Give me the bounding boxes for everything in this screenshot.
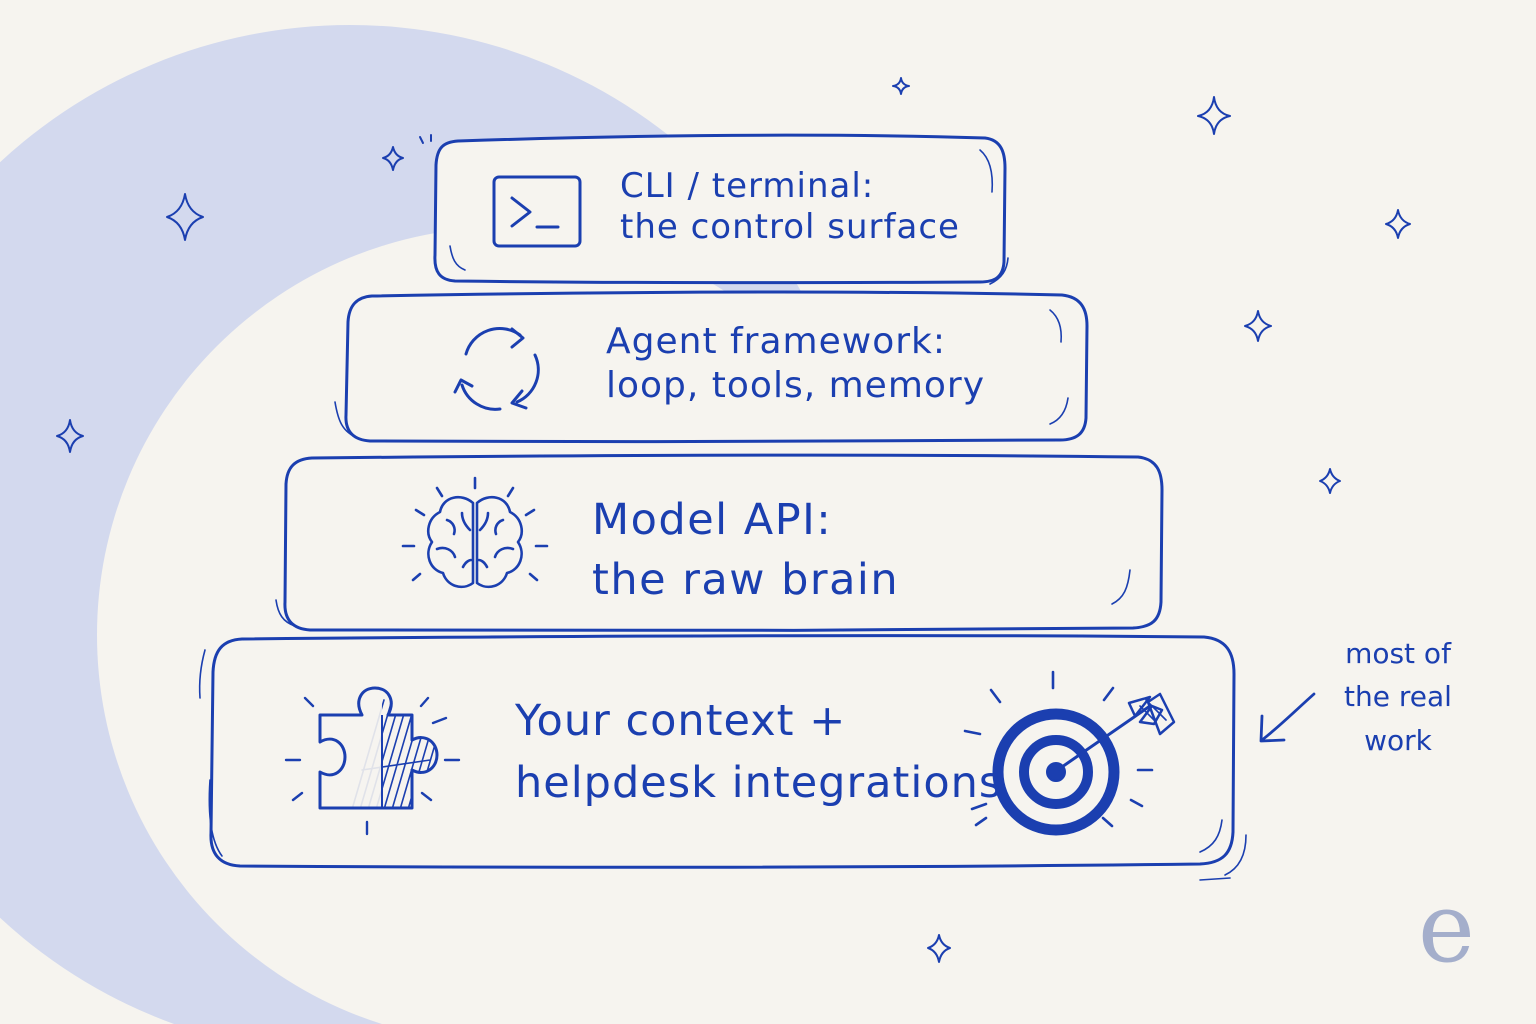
sparkle-icon (1319, 468, 1341, 494)
layer-cli-title: CLI / terminal: (620, 166, 875, 206)
target-with-arrow-icon (963, 670, 1176, 836)
layer-agent-title: Agent framework: (606, 321, 946, 362)
brand-logo: e (1418, 872, 1475, 984)
layer-context-title: Your context + (515, 696, 847, 746)
sparkles (56, 77, 1411, 963)
layer-agent-subtitle: loop, tools, memory (606, 364, 986, 406)
sparkle-icon (892, 77, 910, 95)
side-note: most of the real work (1334, 632, 1462, 762)
sparkle-icon (56, 419, 84, 453)
sparkle-icon (1385, 209, 1411, 239)
layer-context-subtitle: helpdesk integrations (515, 758, 1003, 809)
sketch-strokes (198, 149, 1247, 881)
layer-agent-label: Agent framework: loop, tools, memory (606, 320, 985, 408)
sparkle-icon (166, 193, 204, 241)
layer-model-subtitle: the raw brain (592, 555, 900, 606)
brain-icon (401, 476, 549, 589)
sparkle-icon (1244, 310, 1272, 342)
layer-model-title: Model API: (592, 495, 833, 545)
sparkle-icon (927, 934, 951, 963)
side-note-line: most of (1345, 637, 1451, 670)
terminal-icon (492, 175, 582, 248)
side-note-line: the real (1344, 680, 1452, 714)
sparkle-icon (1197, 96, 1231, 135)
layer-cli-subtitle: the control surface (620, 207, 960, 248)
refresh-cycle-icon (453, 327, 540, 411)
layer-context-label: Your context + helpdesk integrations (515, 690, 1002, 815)
layer-model-box (283, 453, 1164, 633)
sparkle-icon (382, 146, 404, 171)
side-note-line: work (1364, 723, 1432, 757)
arrow-left-icon (1259, 692, 1316, 743)
layer-cli-label: CLI / terminal: the control surface (620, 166, 960, 249)
layer-context-box (209, 634, 1236, 869)
layer-model-label: Model API: the raw brain (592, 490, 899, 610)
